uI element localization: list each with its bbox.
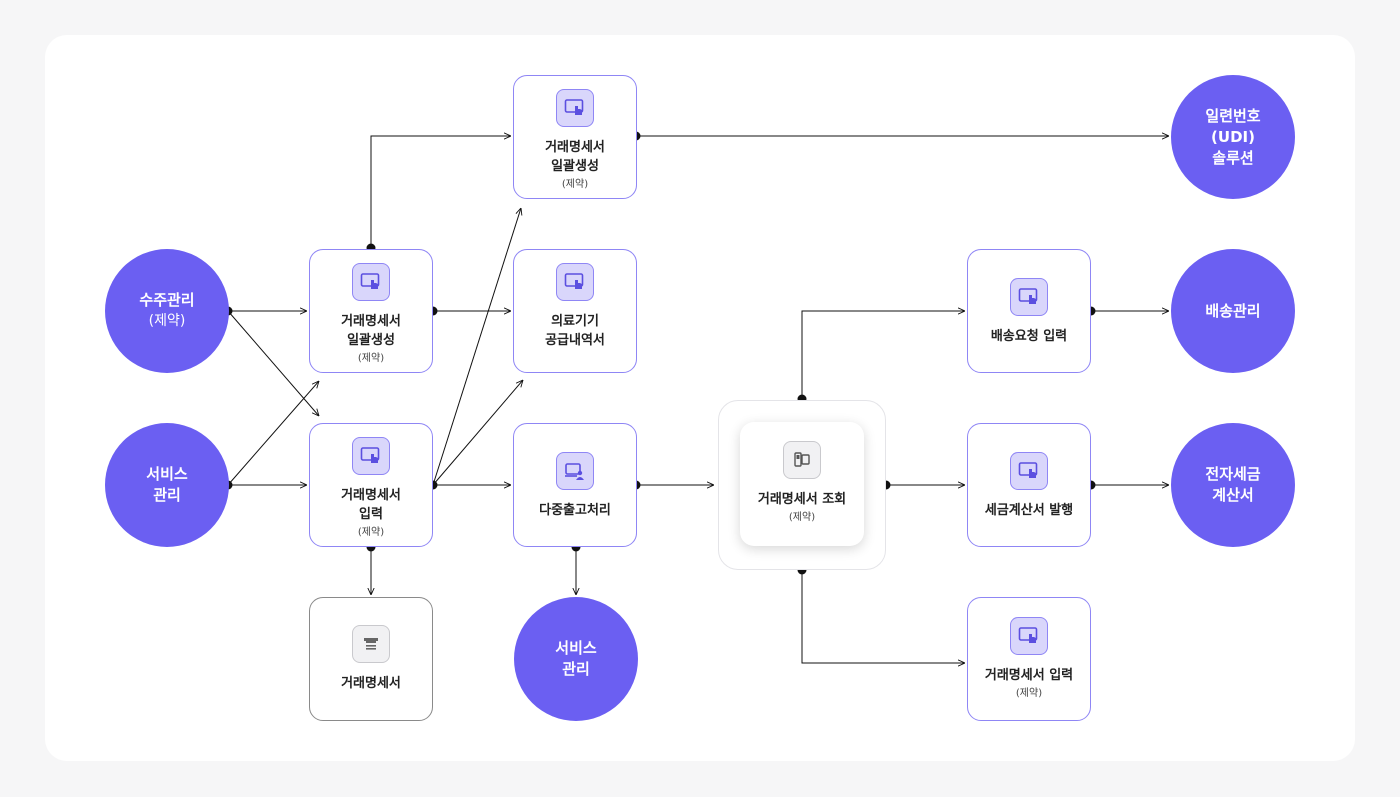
device-screen-icon — [783, 441, 821, 479]
node-label: 다중출고처리 — [539, 503, 611, 518]
node-note: (제약) — [561, 179, 589, 190]
edge-input-to-medical — [432, 380, 523, 486]
udi-solution-node: 일련번호 (UDI) 솔루션 — [1171, 75, 1295, 199]
tax-invoice-issue-node: 세금계산서 발행 — [967, 423, 1091, 547]
e-tax-invoice-node: 전자세금 계산서 — [1171, 423, 1295, 547]
service-mgmt-bottom-label-2: 관리 — [562, 660, 590, 678]
node-label-2: 공급내역서 — [545, 333, 605, 348]
delivery-request-node: 배송요청 입력 — [967, 249, 1091, 373]
touch-screen-icon — [352, 437, 390, 475]
batch-create-mid-node: 거래명세서 일괄생성 (제약) — [309, 249, 433, 373]
edge-order-to-input — [227, 310, 319, 416]
delivery-mgmt-label: 배송관리 — [1205, 301, 1261, 320]
order-mgmt-note: (제약) — [148, 313, 186, 329]
node-note: (제약) — [357, 353, 385, 364]
node-label: 거래명세서 입력 — [984, 668, 1074, 683]
e-tax-label-1: 전자세금 — [1205, 465, 1261, 483]
touch-screen-icon — [1010, 278, 1048, 316]
laptop-user-icon — [556, 452, 594, 490]
node-label: 거래명세서 — [341, 314, 401, 329]
node-label: 거래명세서 조회 — [757, 492, 847, 507]
statement-input-node: 거래명세서 입력 (제약) — [309, 423, 433, 547]
edge-service-to-batch — [227, 381, 319, 486]
printer-document-icon — [352, 625, 390, 663]
statement-inquiry-node: 거래명세서 조회 (제약) — [740, 422, 864, 546]
edge-inquiry-to-delivery-req — [801, 311, 965, 399]
order-mgmt-label: 수주관리 — [139, 291, 195, 309]
touch-screen-icon — [556, 263, 594, 301]
service-management-node-left: 서비스 관리 — [105, 423, 229, 547]
node-note: (제약) — [1015, 688, 1043, 699]
udi-label-3: 솔루션 — [1212, 148, 1254, 167]
node-label-2: 일괄생성 — [551, 159, 599, 174]
node-label: 거래명세서 — [341, 488, 401, 503]
e-tax-label-2: 계산서 — [1212, 486, 1254, 504]
touch-screen-icon — [1010, 617, 1048, 655]
statement-document-node: 거래명세서 — [309, 597, 433, 721]
node-label: 의료기기 — [551, 314, 599, 329]
node-note: (제약) — [788, 512, 816, 523]
service-management-node-bottom: 서비스 관리 — [514, 597, 638, 721]
touch-screen-icon — [1010, 452, 1048, 490]
node-label: 거래명세서 — [341, 676, 401, 691]
multi-shipment-node: 다중출고처리 — [513, 423, 637, 547]
touch-screen-icon — [352, 263, 390, 301]
edge-batch-to-top — [370, 136, 511, 248]
node-label: 거래명세서 — [545, 140, 605, 155]
udi-label-2: (UDI) — [1211, 127, 1255, 146]
service-mgmt-label-2: 관리 — [153, 486, 181, 504]
touch-screen-icon — [556, 89, 594, 127]
statement-input-right-node: 거래명세서 입력 (제약) — [967, 597, 1091, 721]
service-mgmt-bottom-label: 서비스 — [555, 639, 597, 657]
diagram-panel — [45, 35, 1355, 761]
udi-label-1: 일련번호 — [1205, 106, 1261, 125]
batch-create-top-node: 거래명세서 일괄생성 (제약) — [513, 75, 637, 199]
order-management-node: 수주관리 (제약) — [105, 249, 229, 373]
edge-input-to-top — [432, 208, 521, 486]
node-label-2: 일괄생성 — [347, 333, 395, 348]
node-label: 세금계산서 발행 — [984, 503, 1074, 518]
node-label: 배송요청 입력 — [990, 329, 1068, 344]
service-mgmt-label: 서비스 — [146, 465, 188, 483]
medical-supply-node: 의료기기 공급내역서 — [513, 249, 637, 373]
node-label-2: 입력 — [359, 507, 383, 522]
node-note: (제약) — [357, 527, 385, 538]
edge-inquiry-to-input-right — [801, 570, 965, 663]
delivery-management-node: 배송관리 — [1171, 249, 1295, 373]
